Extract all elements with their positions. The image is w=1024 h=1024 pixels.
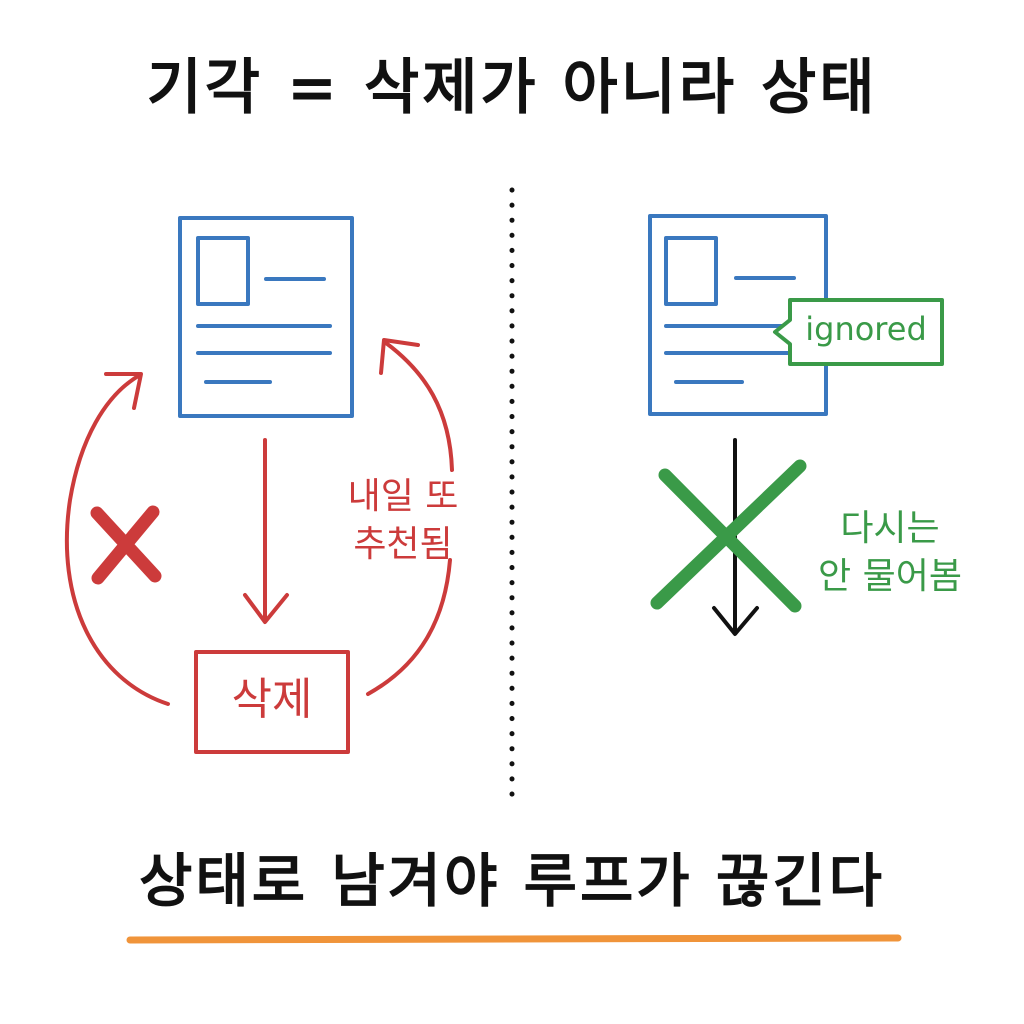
left-note-line2: 추천됨 — [353, 524, 453, 565]
left-note-line1: 내일 또 — [347, 476, 459, 517]
ignored-tag — [773, 298, 944, 366]
left-down-arrow — [243, 438, 289, 624]
left-note: 내일 또 추천됨 — [318, 473, 488, 569]
delete-box-label: 삭제 — [231, 674, 313, 725]
page-title: 기각 = 삭제가 아니라 상태 — [146, 53, 878, 123]
left-loop-arrow — [64, 372, 170, 706]
right-note: 다시는 안 물어봄 — [790, 505, 990, 601]
delete-box — [194, 650, 350, 754]
red-x-icon — [90, 505, 162, 585]
ignored-tag-label: ignored — [805, 310, 927, 348]
right-loop-arrow — [366, 338, 454, 696]
right-note-line1: 다시는 — [840, 508, 940, 549]
left-document-icon — [178, 216, 354, 418]
footer-caption: 상태로 남겨야 루프가 끊긴다 — [139, 847, 885, 915]
right-document-icon — [648, 214, 828, 416]
green-x-icon — [650, 459, 807, 613]
footer-underline — [126, 934, 902, 944]
right-note-line2: 안 물어봄 — [818, 556, 962, 597]
